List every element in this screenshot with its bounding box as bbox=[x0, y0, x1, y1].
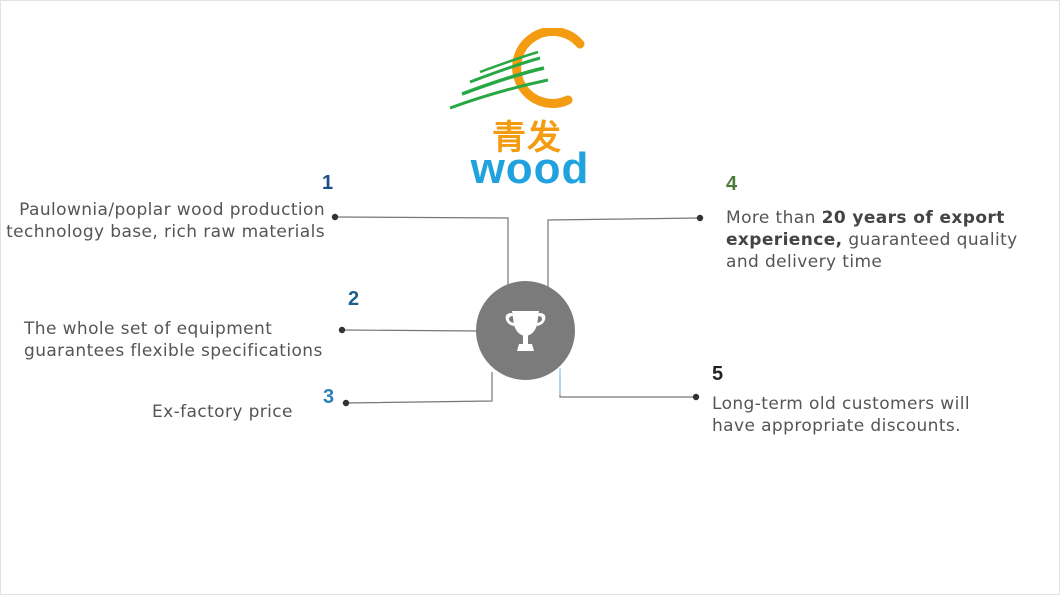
connector-4 bbox=[547, 217, 701, 287]
connector-3 bbox=[345, 372, 493, 404]
item-4-bold-1: 20 years of export bbox=[821, 208, 1005, 228]
connector-5 bbox=[559, 375, 696, 398]
item-3-line-1: Ex-factory price bbox=[152, 402, 293, 422]
dot-2 bbox=[338, 326, 346, 334]
connector-1 bbox=[334, 216, 509, 287]
center-circle bbox=[476, 281, 575, 380]
item-4-post: guaranteed quality bbox=[842, 230, 1018, 250]
item-5-line-1: Long-term old customers will bbox=[712, 394, 970, 414]
logo-english-text: wood bbox=[470, 144, 590, 193]
item-1-text: Paulownia/poplar wood production technol… bbox=[0, 199, 325, 243]
trophy-icon bbox=[505, 311, 546, 351]
item-4-bold-2: experience, bbox=[726, 230, 843, 250]
item-2-line-2: guarantees flexible specifications bbox=[24, 341, 323, 361]
item-2-number: 2 bbox=[348, 288, 360, 310]
connector-2 bbox=[341, 329, 479, 332]
item-1-line-1: Paulownia/poplar wood production bbox=[19, 200, 325, 220]
item-3-number: 3 bbox=[323, 386, 335, 408]
dot-4 bbox=[696, 214, 704, 222]
dot-3 bbox=[342, 399, 350, 407]
item-1-number: 1 bbox=[322, 172, 334, 194]
item-2-line-1: The whole set of equipment bbox=[24, 319, 273, 339]
item-4-text: More than 20 years of export experience,… bbox=[726, 207, 1056, 273]
item-5-line-2: have appropriate discounts. bbox=[712, 416, 961, 436]
item-1-line-2: technology base, rich raw materials bbox=[6, 222, 325, 242]
item-5-text: Long-term old customers will have approp… bbox=[712, 393, 1032, 437]
item-2-text: The whole set of equipment guarantees fl… bbox=[24, 318, 364, 362]
item-3-text: Ex-factory price bbox=[152, 401, 322, 423]
item-5-number: 5 bbox=[712, 363, 724, 385]
company-logo: 青发 wood bbox=[440, 28, 600, 193]
item-4-line-3: and delivery time bbox=[726, 252, 883, 272]
logo-chinese-text: 青发 bbox=[492, 118, 562, 158]
leaf-swoosh-icon bbox=[449, 28, 585, 110]
item-4-number: 4 bbox=[726, 173, 738, 195]
item-4-pre: More than bbox=[726, 208, 822, 228]
dot-1 bbox=[331, 213, 339, 221]
dot-5 bbox=[692, 393, 700, 401]
